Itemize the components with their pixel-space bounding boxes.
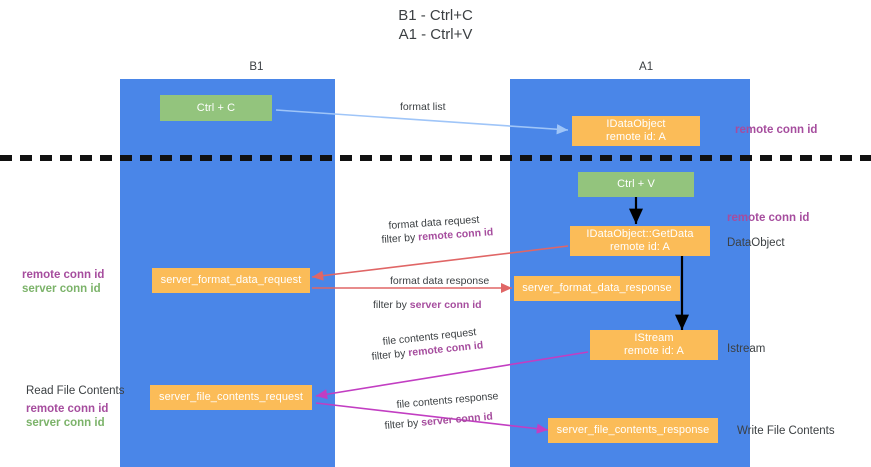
node-server-format-data-request[interactable]: server_format_data_request bbox=[152, 268, 310, 293]
filter-prefix: filter by bbox=[381, 231, 419, 246]
node-idataobject-line1: IDataObject bbox=[606, 118, 666, 130]
filter-key-remote-conn-id: remote conn id bbox=[417, 226, 494, 244]
page-title: B1 - Ctrl+C A1 - Ctrl+V bbox=[0, 6, 871, 44]
edge-label-format-data-response: format data response bbox=[390, 275, 490, 287]
edge-label-format-list: format list bbox=[400, 101, 446, 113]
annotation-remote-conn-id-mid: remote conn id bbox=[727, 212, 810, 224]
node-istream-line1: IStream bbox=[634, 332, 674, 344]
node-server-format-data-response[interactable]: server_format_data_response bbox=[514, 276, 680, 301]
node-getdata-line2: remote id: A bbox=[610, 241, 670, 253]
node-istream-line2: remote id: A bbox=[624, 345, 684, 357]
annotation-istream: Istream bbox=[727, 343, 766, 355]
annotation-left-server-conn-id: server conn id bbox=[22, 283, 101, 295]
page-title-line1: B1 - Ctrl+C bbox=[398, 7, 473, 24]
node-idataobject-line2: remote id: A bbox=[606, 131, 666, 143]
column-header-b1-name: B1 bbox=[249, 61, 264, 73]
filter-prefix: filter by bbox=[373, 299, 410, 311]
node-idataobject-getdata[interactable]: IDataObject::GetData remote id: A bbox=[570, 226, 710, 256]
filter-prefix: filter by bbox=[371, 347, 409, 363]
node-getdata-line1: IDataObject::GetData bbox=[586, 228, 694, 240]
edge-label-format-data-response-filter: filter by server conn id bbox=[373, 298, 482, 312]
node-server-file-contents-response[interactable]: server_file_contents_response bbox=[548, 418, 718, 443]
node-ctrl-v[interactable]: Ctrl + V bbox=[578, 172, 694, 197]
page-title-line2: A1 - Ctrl+V bbox=[398, 26, 473, 43]
node-server-file-contents-request[interactable]: server_file_contents_request bbox=[150, 385, 312, 410]
filter-key-server-conn-id: server conn id bbox=[409, 299, 482, 311]
node-ctrl-v-label: Ctrl + V bbox=[617, 178, 655, 190]
node-server-format-data-request-label: server_format_data_request bbox=[160, 274, 302, 286]
edge-label-file-contents-response: file contents response bbox=[396, 390, 499, 411]
filter-prefix: filter by bbox=[384, 416, 422, 432]
annotation-write-file-contents: Write File Contents bbox=[737, 425, 835, 437]
node-idataobject[interactable]: IDataObject remote id: A bbox=[572, 116, 700, 146]
node-server-format-data-response-label: server_format_data_response bbox=[522, 282, 672, 294]
filter-key-server-conn-id: server conn id bbox=[420, 410, 494, 429]
node-ctrl-c[interactable]: Ctrl + C bbox=[160, 95, 272, 121]
node-istream[interactable]: IStream remote id: A bbox=[590, 330, 718, 360]
annotation-remote-conn-id-top: remote conn id bbox=[735, 124, 818, 136]
node-server-file-contents-request-label: server_file_contents_request bbox=[158, 391, 304, 403]
node-ctrl-c-label: Ctrl + C bbox=[196, 101, 236, 114]
annotation-read-file-contents: Read File Contents bbox=[26, 385, 125, 397]
node-server-file-contents-response-label: server_file_contents_response bbox=[556, 424, 710, 436]
annotation-left-bottom-server-conn-id: server conn id bbox=[26, 417, 105, 429]
column-header-a1-name: A1 bbox=[639, 61, 654, 73]
edge-label-file-contents-response-filter: filter by server conn id bbox=[384, 410, 493, 433]
annotation-left-remote-conn-id: remote conn id bbox=[22, 269, 105, 281]
phase-separator bbox=[0, 155, 871, 161]
annotation-left-bottom-remote-conn-id: remote conn id bbox=[26, 403, 109, 415]
annotation-dataobject: DataObject bbox=[727, 237, 785, 249]
